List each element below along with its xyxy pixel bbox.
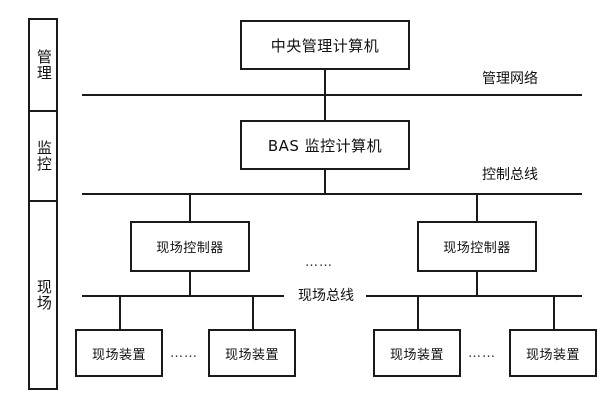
node-field-device-4[interactable]: 现场装置 bbox=[509, 329, 597, 377]
node-field-controller-right[interactable]: 现场控制器 bbox=[417, 221, 537, 272]
layer-cell-field: 现场 bbox=[30, 202, 56, 388]
link-control-bus-to-controller-right bbox=[476, 193, 478, 221]
node-label: 现场控制器 bbox=[156, 241, 224, 256]
node-field-device-3[interactable]: 现场装置 bbox=[373, 329, 461, 377]
node-label: 现场装置 bbox=[389, 347, 444, 363]
management-network-label: 管理网络 bbox=[482, 71, 538, 87]
link-bas-to-control-bus bbox=[324, 170, 326, 194]
node-central-management-computer[interactable]: 中央管理计算机 bbox=[240, 20, 410, 70]
link-field-bus-to-device-2 bbox=[252, 295, 254, 329]
control-bus-label: 控制总线 bbox=[482, 167, 538, 183]
link-controller-left-to-field-bus bbox=[189, 272, 191, 295]
layer-cell-monitoring: 监控 bbox=[30, 112, 56, 202]
node-field-device-1[interactable]: 现场装置 bbox=[75, 329, 163, 377]
layer-cell-management: 管理 bbox=[30, 20, 56, 112]
field-bus-line-right bbox=[366, 295, 582, 297]
link-field-bus-to-device-1 bbox=[119, 295, 121, 329]
node-label: 现场控制器 bbox=[443, 241, 511, 256]
node-label: 中央管理计算机 bbox=[270, 36, 380, 55]
ellipsis-controllers: …… bbox=[305, 255, 333, 270]
node-field-controller-left[interactable]: 现场控制器 bbox=[130, 221, 250, 272]
link-control-bus-to-controller-left bbox=[189, 193, 191, 221]
link-field-bus-to-device-4 bbox=[553, 295, 555, 329]
ellipsis-devices-right: …… bbox=[468, 346, 496, 361]
layer-sidebar: 管理 监控 现场 bbox=[28, 18, 58, 390]
link-field-bus-to-device-3 bbox=[417, 295, 419, 329]
node-label: 现场装置 bbox=[525, 347, 580, 363]
link-controller-right-to-field-bus bbox=[476, 272, 478, 295]
field-bus-line-left bbox=[82, 295, 284, 297]
ellipsis-devices-left: …… bbox=[170, 346, 198, 361]
node-label: BAS 监控计算机 bbox=[267, 136, 383, 155]
node-field-device-2[interactable]: 现场装置 bbox=[208, 329, 296, 377]
node-label: 现场装置 bbox=[224, 347, 279, 363]
node-bas-monitoring-computer[interactable]: BAS 监控计算机 bbox=[240, 120, 410, 170]
link-central-to-bas bbox=[324, 70, 326, 120]
layer-label-monitoring: 监控 bbox=[34, 140, 53, 172]
node-label: 现场装置 bbox=[91, 347, 146, 363]
field-bus-label: 现场总线 bbox=[292, 285, 360, 305]
management-network-line bbox=[82, 94, 582, 96]
control-bus-line bbox=[82, 193, 582, 195]
layer-label-field: 现场 bbox=[34, 279, 53, 311]
layer-label-management: 管理 bbox=[34, 49, 53, 81]
